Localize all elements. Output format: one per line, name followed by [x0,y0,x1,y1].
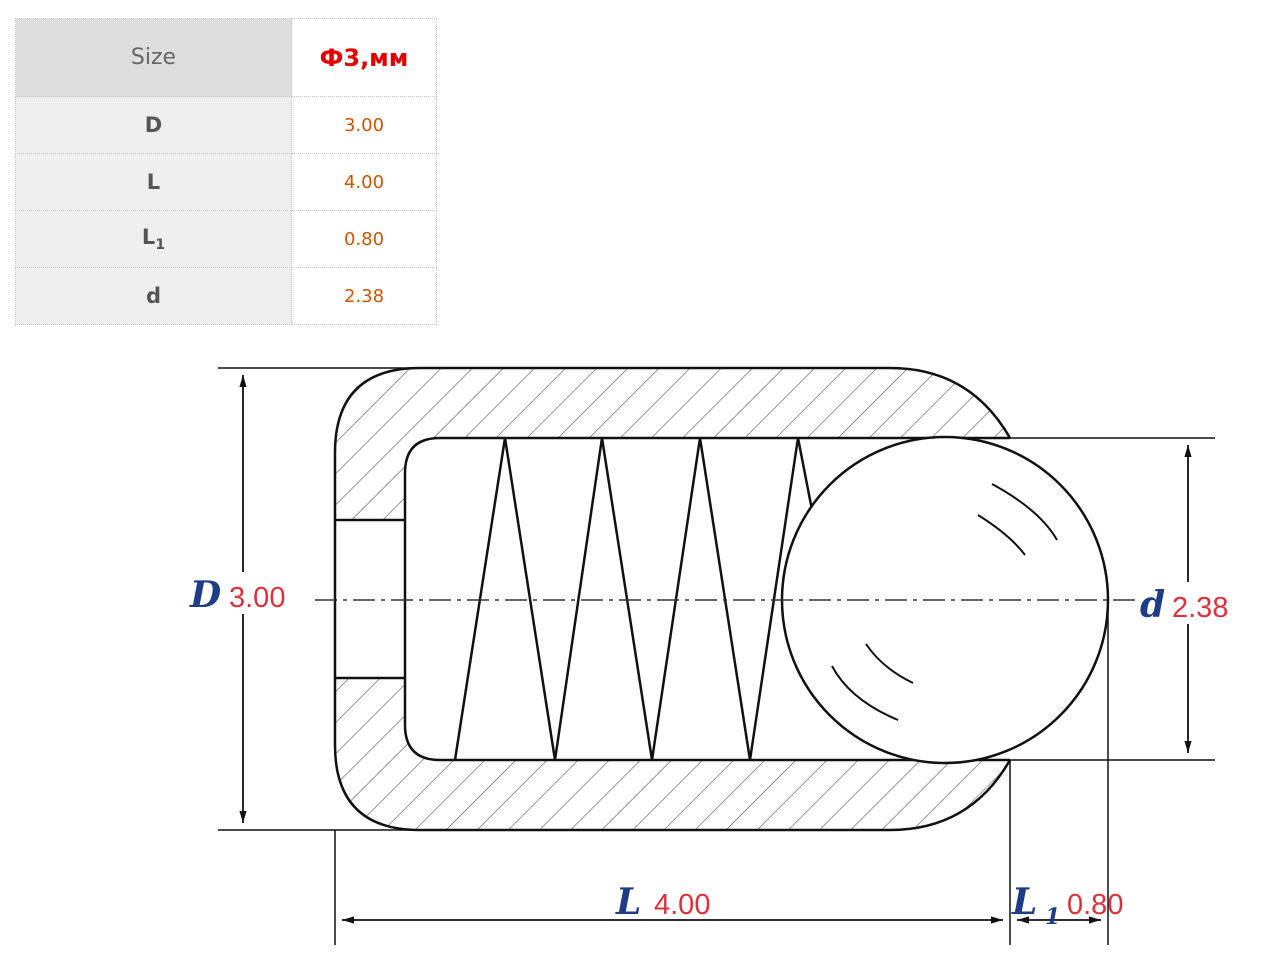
dim-symbol-d: d [1140,584,1165,626]
dim-symbol-L: L [615,881,641,923]
housing-body [333,366,1012,832]
dim-value-d: 2.38 [1172,592,1228,624]
row-key-text: D [144,113,163,137]
label-d-bg [1136,582,1240,624]
dim-subscript-L1: 1 [1045,904,1060,930]
table-row-L1: L1 0.80 [15,210,437,268]
dim-value-L1: 0.80 [1067,889,1123,921]
header-size-label: Size [15,18,292,97]
dim-value-D: 3.00 [229,582,285,614]
dim-value-L: 4.00 [654,889,710,921]
dim-symbol-D: D [189,574,221,616]
spring [453,437,814,761]
extension-lines [218,367,1215,945]
size-table: Size Ф3,мм D 3.00 L 4.00 L1 0.80 d 2.38 [15,18,437,325]
table-row-L: L 4.00 [15,153,437,211]
row-value: 4.00 [291,153,437,211]
row-value: 3.00 [291,96,437,154]
table-row-d: d 2.38 [15,267,437,325]
row-key: d [15,267,292,325]
label-D-bg [186,572,296,614]
row-value: 2.38 [291,267,437,325]
row-key: L [15,153,292,211]
row-key-text: d [145,284,162,308]
row-key-subscript: 1 [155,237,166,254]
table-header-row: Size Ф3,мм [15,18,437,97]
dim-symbol-L1: L [1011,881,1037,923]
header-size-value: Ф3,мм [291,18,437,97]
row-key-text: L [141,224,156,249]
row-value: 0.80 [291,210,437,268]
row-key-text: L [146,170,161,194]
